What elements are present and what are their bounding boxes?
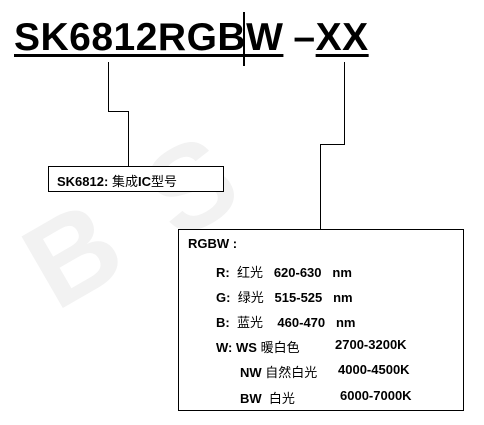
connector-suffix-vertical-1 (344, 62, 345, 144)
white-ws-range: 2700-3200K (335, 337, 407, 352)
green-spec-row: G: 绿光 515-525 nm (216, 290, 353, 305)
white-nw-range: 4000-4500K (338, 362, 410, 377)
ic-model-box: SK6812: 集成IC型号 (48, 166, 224, 192)
white-bw-range: 6000-7000K (340, 388, 412, 403)
connector-model-horizontal (108, 111, 128, 112)
title-dash: – (293, 16, 316, 59)
connector-model-vertical-1 (108, 62, 109, 112)
connector-suffix-vertical-2 (320, 144, 321, 229)
red-spec-row: R: 红光 620-630 nm (216, 265, 352, 280)
ic-model-label: SK6812: 集成IC型号 (57, 174, 177, 189)
text-cursor (243, 12, 245, 66)
connector-suffix-horizontal (320, 144, 345, 145)
model-suffix: XX (315, 16, 369, 59)
white-nw-row: NW 自然白光 (240, 365, 318, 380)
white-bw-row: BW 白光 (240, 391, 295, 406)
blue-spec-row: B: 蓝光 460-470 nm (216, 315, 356, 330)
rgbw-heading: RGBW : (188, 236, 238, 251)
part-number-title: SK6812RGBW–XX (14, 16, 369, 60)
rgbw-spec-box: RGBW : R: 红光 620-630 nm G: 绿光 515-525 nm… (178, 229, 464, 411)
connector-model-vertical-2 (128, 111, 129, 166)
model-name: SK6812RGBW (14, 16, 284, 59)
white-ws-row: W: WS 暖白色 (216, 340, 300, 355)
